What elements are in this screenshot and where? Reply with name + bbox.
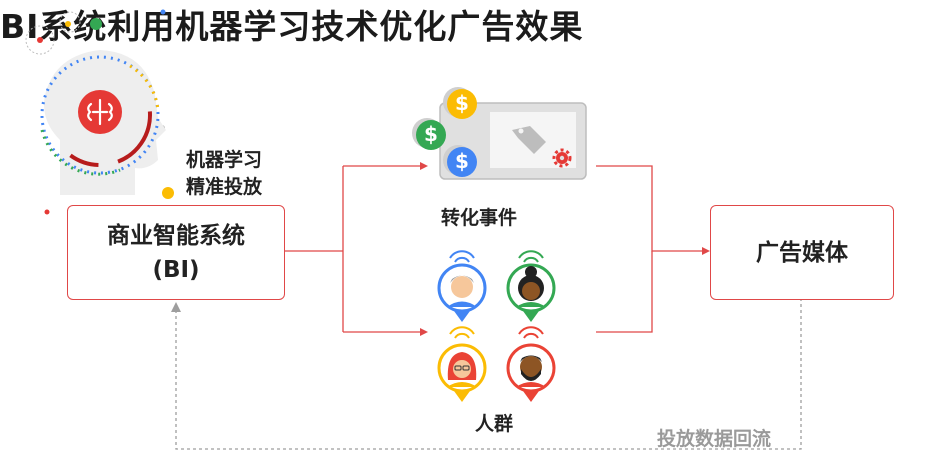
conversion-event-label: 转化事件: [441, 207, 518, 229]
ml-label-line2: 精准投放: [186, 176, 263, 198]
crowd-label: 人群: [475, 413, 514, 435]
tag-icon: [512, 126, 546, 154]
bi-box-line2: (BI): [152, 256, 200, 283]
feedback-arrowhead: [171, 302, 181, 312]
coin-symbol-green: $: [424, 122, 438, 146]
feedback-label: 投放数据回流: [657, 428, 772, 450]
feedback-loop-line: [175, 298, 802, 450]
coin-symbol-yellow: $: [455, 91, 469, 115]
gear-icon: [552, 148, 572, 168]
brain-head-icon: [40, 50, 166, 195]
connector-lines: [283, 165, 706, 333]
person-pin-icon: [437, 250, 556, 402]
ad-media-box: 广告媒体: [710, 205, 894, 300]
bi-system-box: 商业智能系统 (BI): [67, 205, 285, 300]
ml-label-line1: 机器学习: [186, 149, 263, 171]
coin-symbol-blue: $: [455, 149, 469, 173]
arrowheads: [420, 162, 710, 336]
ad-media-label: 广告媒体: [756, 239, 848, 266]
bi-box-line1: 商业智能系统: [107, 222, 245, 249]
dollar-coin-icon: [412, 87, 477, 177]
